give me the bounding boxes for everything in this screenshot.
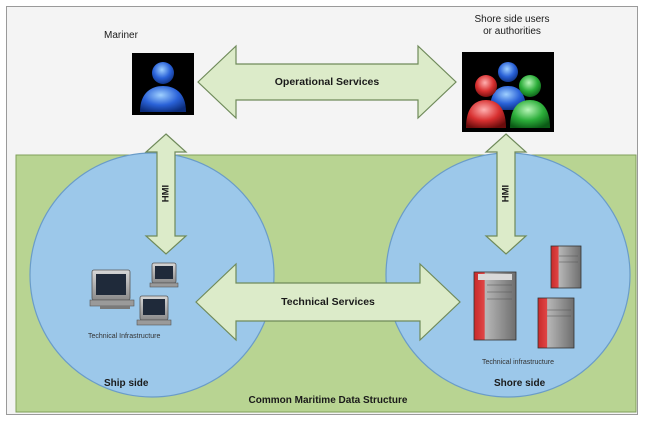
data-structure-label: Common Maritime Data Structure xyxy=(248,395,408,406)
ship-infra-label: Technical Infrastructure xyxy=(88,333,161,340)
operational-services-label: Operational Services xyxy=(274,76,380,88)
technical-services-label: Technical Services xyxy=(281,296,375,308)
shore-side-label: Shore side xyxy=(494,378,546,389)
mariner-label: Mariner xyxy=(104,30,138,41)
hmi-right-arrow xyxy=(484,133,528,255)
computer-icon xyxy=(89,262,179,326)
person-icon xyxy=(132,53,194,115)
hmi-left-arrow xyxy=(144,133,188,255)
technical-services-arrow xyxy=(195,262,461,342)
hmi-right-label: HMI xyxy=(500,184,512,203)
ship-side-label: Ship side xyxy=(104,378,149,389)
user-group-icon xyxy=(462,52,554,132)
server-icon xyxy=(473,245,582,349)
hmi-left-label: HMI xyxy=(160,184,172,203)
operational-services-arrow xyxy=(197,44,457,120)
shore-users-label: Shore side users or authorities xyxy=(474,14,550,37)
shore-infra-label: Technical infrastructure xyxy=(482,359,554,366)
